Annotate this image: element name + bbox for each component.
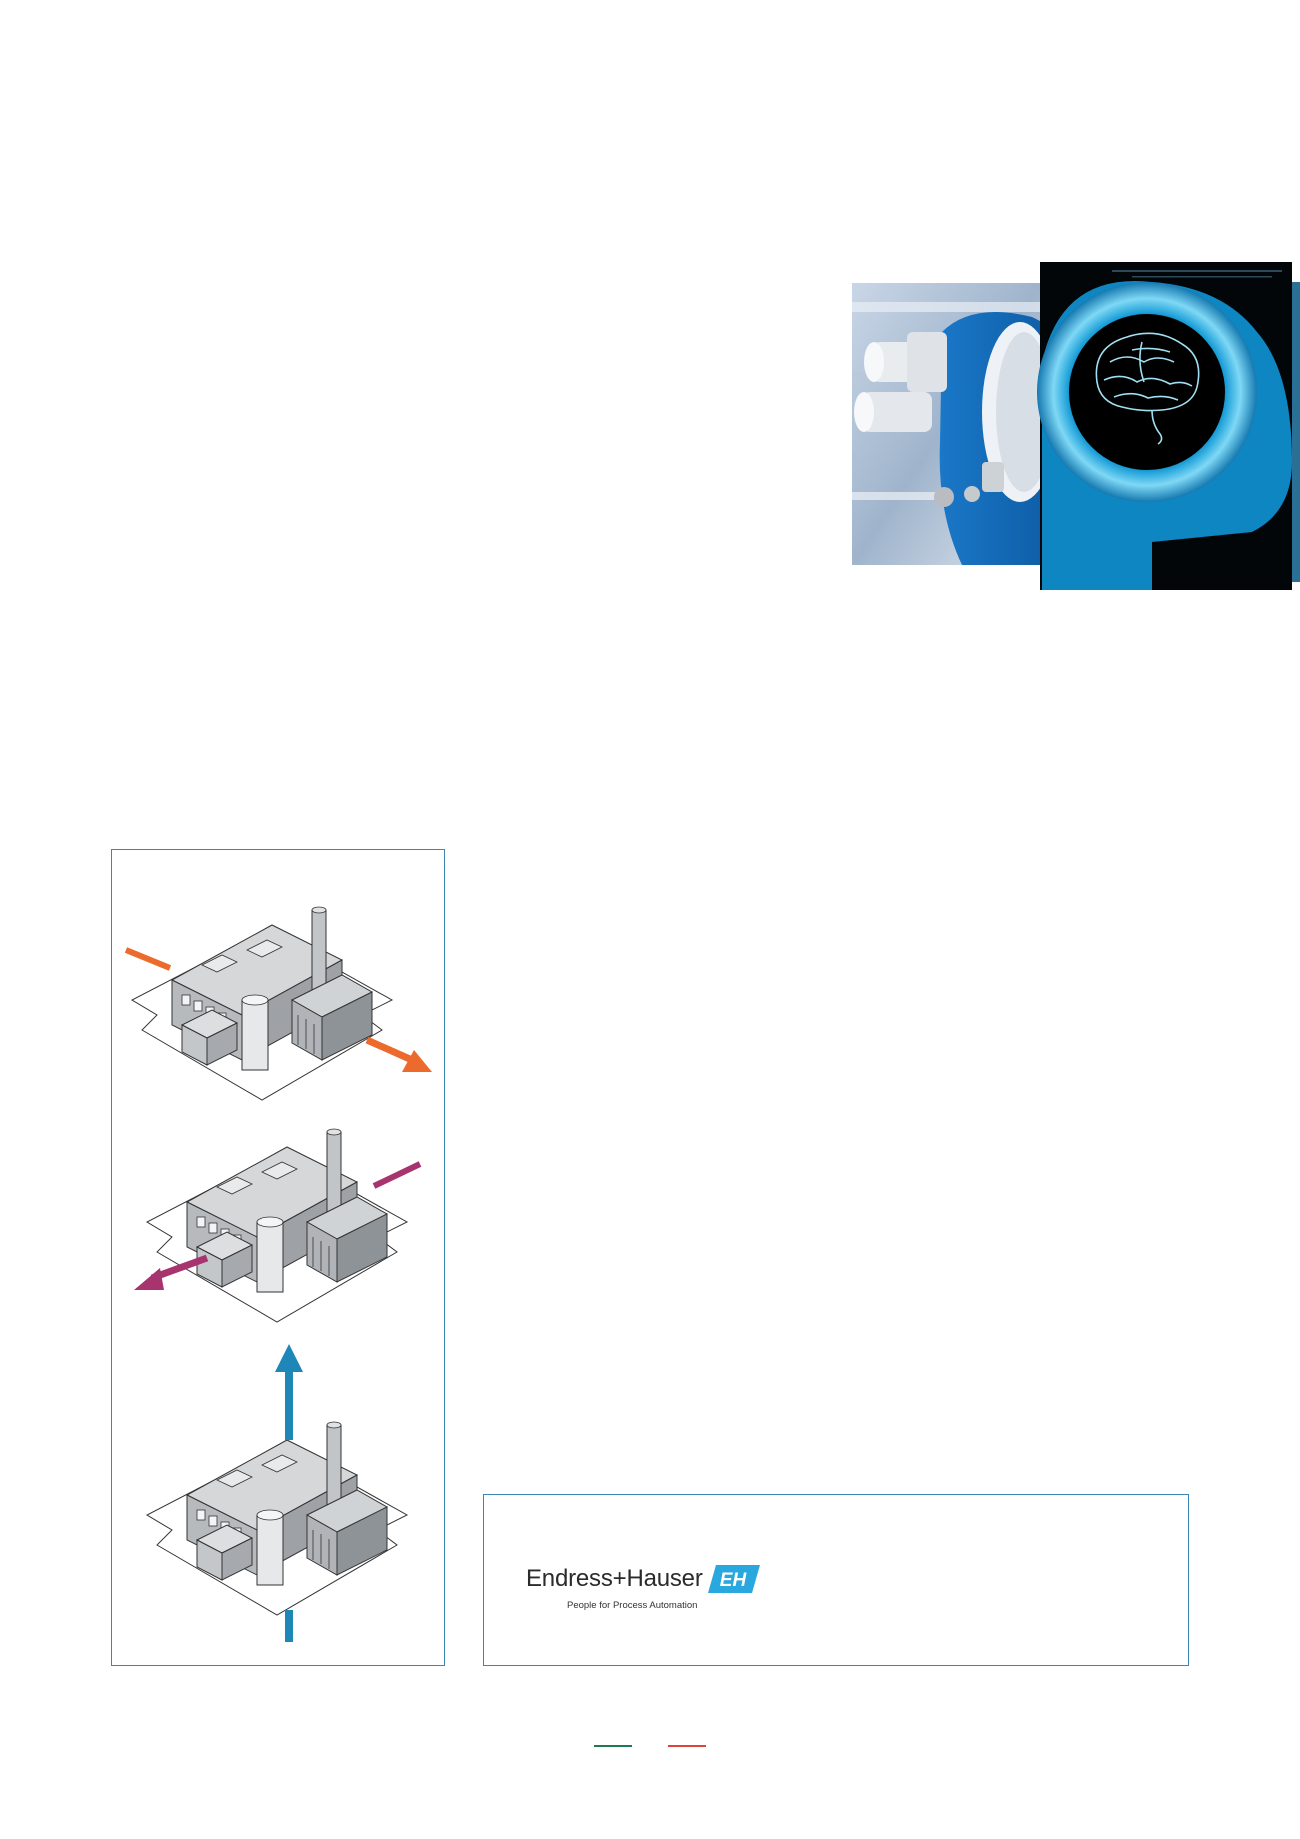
hero-image: [852, 262, 1300, 590]
factory-illustration-panel: [111, 849, 445, 1666]
brand-tagline: People for Process Automation: [567, 1600, 698, 1611]
brand-name: Endress+Hauser: [526, 1565, 703, 1592]
arrow-icon: [124, 947, 432, 1072]
rule-red: [668, 1745, 706, 1747]
sponsor-logo-box: Endress+Hauser People for Process Automa…: [483, 1494, 1189, 1666]
factory-icon: [146, 1421, 408, 1616]
rule-green: [594, 1745, 632, 1747]
arrow-icon: [134, 1161, 422, 1290]
arrow-icon: [275, 1344, 303, 1642]
eh-logo-icon: EH: [708, 1565, 760, 1593]
brain-icon: [1095, 332, 1200, 445]
factory-icon: [131, 906, 393, 1101]
svg-text:EH: EH: [720, 1570, 748, 1591]
factory-icon: [146, 1128, 408, 1323]
